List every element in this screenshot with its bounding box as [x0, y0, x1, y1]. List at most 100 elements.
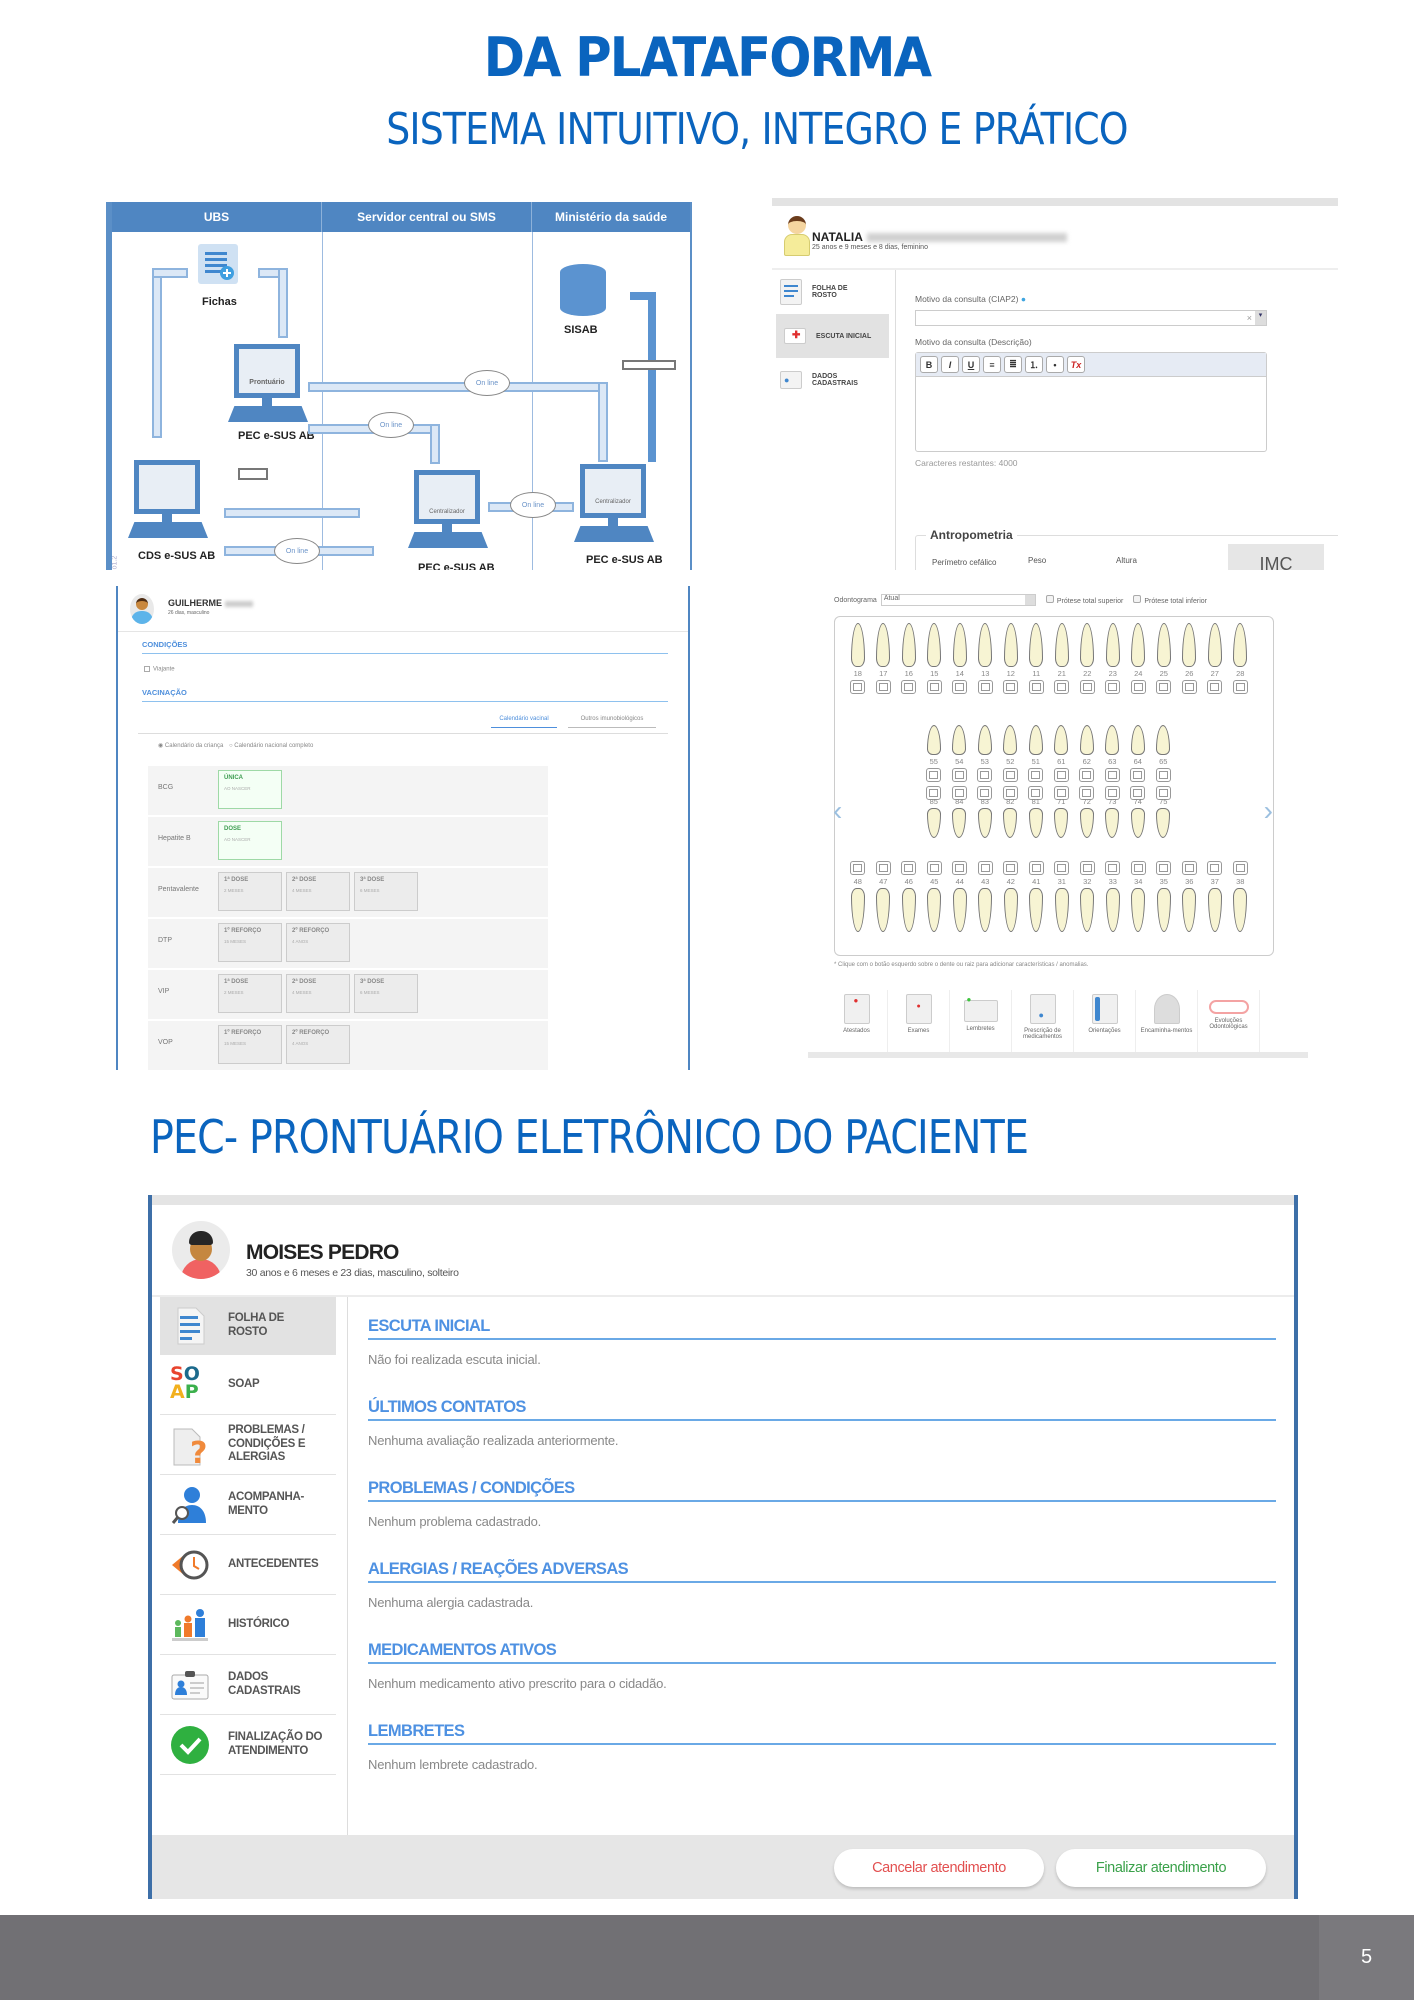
tooth-11[interactable]: 11: [1024, 623, 1050, 694]
tab-outros-imunobiologicos[interactable]: Outros imunobiológicos: [568, 716, 656, 728]
tooth-28[interactable]: 28: [1228, 623, 1254, 694]
descricao-editor[interactable]: B I U ≡ ≣ ⒈ • Tx: [915, 352, 1267, 452]
ordered-list-button[interactable]: ⒈: [1025, 356, 1043, 373]
tooth-51[interactable]: 51: [1023, 725, 1049, 800]
align-center-button[interactable]: ≣: [1004, 356, 1022, 373]
tool-prescricao[interactable]: ●Prescrição de medicamentos: [1012, 990, 1074, 1052]
tooth-41[interactable]: 41: [1024, 861, 1050, 932]
tooth-42[interactable]: 42: [998, 861, 1024, 932]
tooth-83[interactable]: 83: [972, 795, 998, 838]
tooth-81[interactable]: 81: [1023, 795, 1049, 838]
tooth-73[interactable]: 73: [1100, 795, 1126, 838]
tooth-23[interactable]: 23: [1100, 623, 1126, 694]
tooth-75[interactable]: 75: [1151, 795, 1177, 838]
underline-button[interactable]: U: [962, 356, 980, 373]
tooth-54[interactable]: 54: [947, 725, 973, 800]
tool-atestados[interactable]: ●Atestados: [826, 990, 888, 1052]
tooth-22[interactable]: 22: [1075, 623, 1101, 694]
tool-exames[interactable]: ●Exames: [888, 990, 950, 1052]
tooth-37[interactable]: 37: [1202, 861, 1228, 932]
tooth-34[interactable]: 34: [1126, 861, 1152, 932]
tooth-14[interactable]: 14: [947, 623, 973, 694]
tooth-71[interactable]: 71: [1049, 795, 1075, 838]
tooth-47[interactable]: 47: [871, 861, 897, 932]
tooth-17[interactable]: 17: [871, 623, 897, 694]
tooth-46[interactable]: 46: [896, 861, 922, 932]
chevron-right-icon[interactable]: ›: [1263, 795, 1273, 826]
chevron-left-icon[interactable]: ‹: [833, 795, 843, 826]
tooth-84[interactable]: 84: [947, 795, 973, 838]
tab-calendario-vacinal[interactable]: Calendário vacinal: [491, 716, 557, 728]
tooth-38[interactable]: 38: [1228, 861, 1254, 932]
sidebar-item-antecedentes[interactable]: ANTECEDENTES: [160, 1535, 336, 1595]
cancel-button[interactable]: Cancelar atendimento: [834, 1849, 1044, 1887]
clear-format-button[interactable]: Tx: [1067, 356, 1085, 373]
sidebar-item-historico[interactable]: HISTÓRICO: [160, 1595, 336, 1655]
chevron-down-icon[interactable]: ▾: [1255, 311, 1266, 325]
tooth-55[interactable]: 55: [921, 725, 947, 800]
odontograma-select[interactable]: Atual: [880, 594, 1036, 606]
tooth-64[interactable]: 64: [1125, 725, 1151, 800]
tool-lembretes[interactable]: ●Lembretes: [950, 990, 1012, 1052]
tooth-85[interactable]: 85: [921, 795, 947, 838]
protese-inferior-checkbox[interactable]: Prótese total inferior: [1127, 595, 1207, 605]
sidebar-item-problemas[interactable]: ? PROBLEMAS / CONDIÇÕES E ALERGIAS: [160, 1415, 336, 1475]
tooth-48[interactable]: 48: [845, 861, 871, 932]
tooth-45[interactable]: 45: [922, 861, 948, 932]
sidebar-item-escuta-inicial[interactable]: ✚ ESCUTA INICIAL: [776, 314, 889, 358]
clear-icon[interactable]: ×: [1246, 313, 1252, 323]
tooth-36[interactable]: 36: [1177, 861, 1203, 932]
tooth-65[interactable]: 65: [1151, 725, 1177, 800]
tooth-15[interactable]: 15: [922, 623, 948, 694]
radio-calendario-completo[interactable]: ○ Calendário nacional completo: [228, 743, 314, 749]
tooth-21[interactable]: 21: [1049, 623, 1075, 694]
viajante-checkbox[interactable]: Viajante: [144, 666, 175, 673]
bullet-list-button[interactable]: •: [1046, 356, 1064, 373]
tool-orientacoes[interactable]: Orientações: [1074, 990, 1136, 1052]
tooth-24[interactable]: 24: [1126, 623, 1152, 694]
tooth-27[interactable]: 27: [1202, 623, 1228, 694]
radio-calendario-crianca[interactable]: ◉ Calendário da criança: [158, 743, 224, 749]
tool-encaminhamentos[interactable]: Encaminha-mentos: [1136, 990, 1198, 1052]
tooth-12[interactable]: 12: [998, 623, 1024, 694]
tooth-63[interactable]: 63: [1100, 725, 1126, 800]
protese-superior-checkbox[interactable]: Prótese total superior: [1040, 595, 1123, 605]
sidebar-item-dados-cadastrais[interactable]: ● DADOS CADASTRAIS: [772, 358, 895, 402]
tooth-25[interactable]: 25: [1151, 623, 1177, 694]
tooth-44[interactable]: 44: [947, 861, 973, 932]
ciap-select[interactable]: × ▾: [915, 310, 1267, 326]
italic-button[interactable]: I: [941, 356, 959, 373]
align-left-button[interactable]: ≡: [983, 356, 1001, 373]
tooth-72[interactable]: 72: [1074, 795, 1100, 838]
tooth-35[interactable]: 35: [1151, 861, 1177, 932]
tooth-74[interactable]: 74: [1125, 795, 1151, 838]
tooth-62[interactable]: 62: [1074, 725, 1100, 800]
tooth-43[interactable]: 43: [973, 861, 999, 932]
sidebar-item-dados-cadastrais[interactable]: DADOS CADASTRAIS: [160, 1655, 336, 1715]
sidebar-item-folha-de-rosto[interactable]: FOLHA DE ROSTO: [160, 1297, 336, 1355]
tooth-31[interactable]: 31: [1049, 861, 1075, 932]
tooth-53[interactable]: 53: [972, 725, 998, 800]
sidebar-item-acompanhamento[interactable]: ACOMPANHA-MENTO: [160, 1475, 336, 1535]
tooth-33[interactable]: 33: [1100, 861, 1126, 932]
tooth-32[interactable]: 32: [1075, 861, 1101, 932]
sidebar-item-folha-de-rosto[interactable]: FOLHA DE ROSTO: [772, 270, 895, 314]
tooth-13[interactable]: 13: [973, 623, 999, 694]
tooth-18[interactable]: 18: [845, 623, 871, 694]
tooth-26[interactable]: 26: [1177, 623, 1203, 694]
tooth-82[interactable]: 82: [998, 795, 1024, 838]
tooth-16[interactable]: 16: [896, 623, 922, 694]
bold-button[interactable]: B: [920, 356, 938, 373]
tool-evolucoes[interactable]: Evoluções Odontológicas: [1198, 990, 1260, 1052]
